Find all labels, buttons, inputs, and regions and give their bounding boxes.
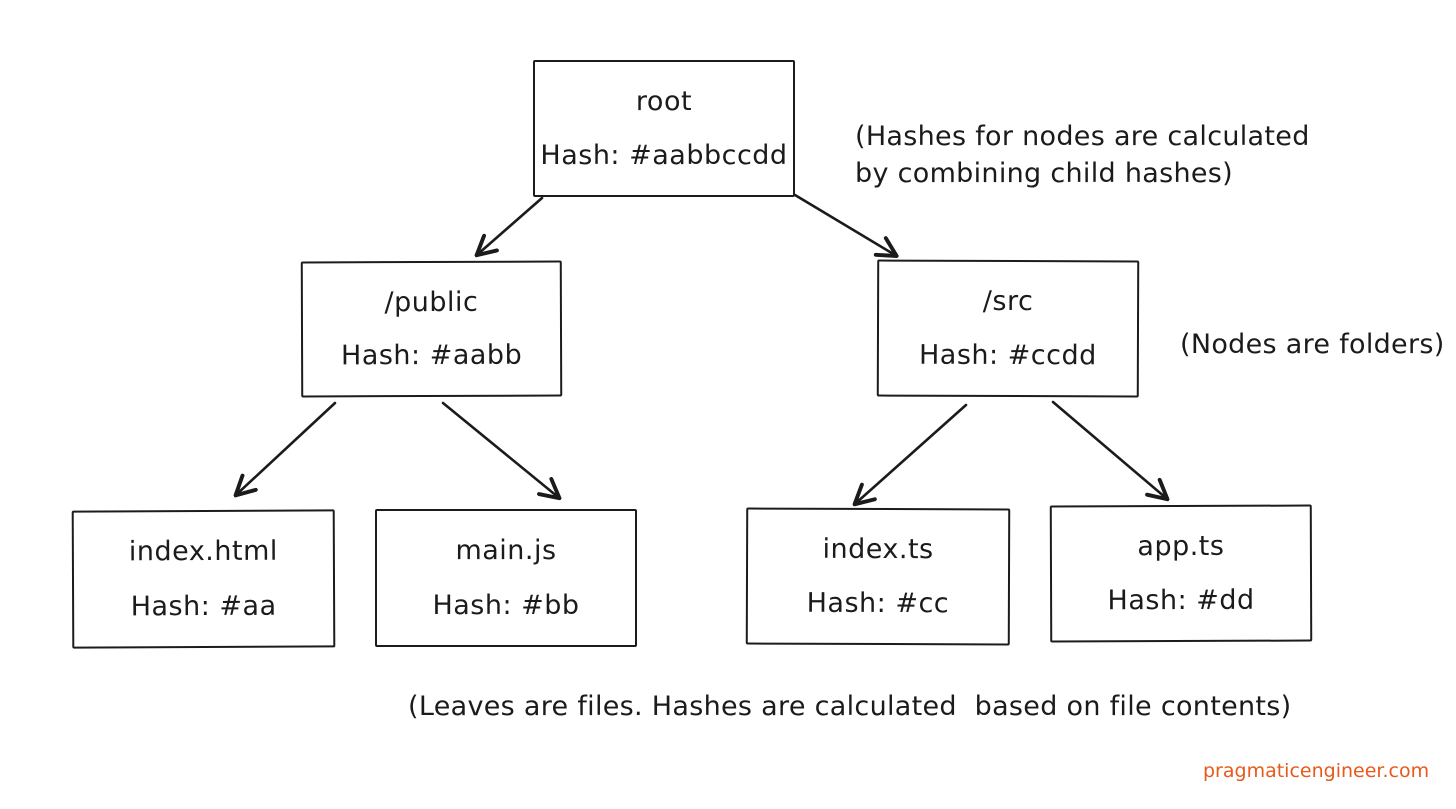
node-title: index.html [128,535,278,568]
node-title: root [635,86,693,117]
node-title: index.ts [822,533,934,566]
tree-node-index-ts: index.ts Hash: #cc [745,507,1011,646]
node-title: app.ts [1137,530,1225,563]
watermark-pragmaticengineer: pragmaticengineer.com [1203,760,1430,782]
node-title: /public [384,286,479,319]
edge-root-to-public [474,196,544,258]
node-hash: Hash: #bb [432,590,580,621]
node-hash: Hash: #aabb [340,339,523,372]
node-title: main.js [455,535,557,566]
edge-public-to-mainjs [441,401,562,501]
annotation-nodes-are-folders: (Nodes are folders) [1180,329,1445,360]
edge-public-to-indexhtml [233,401,337,498]
node-hash: Hash: #ccdd [918,339,1097,372]
node-title: /src [982,285,1034,318]
edge-src-to-indexts [852,403,968,507]
tree-node-main-js: main.js Hash: #bb [375,509,637,647]
tree-node-root: root Hash: #aabbccdd [533,60,795,197]
annotation-leaves-are-files: (Leaves are files. Hashes are calculated… [408,691,1292,722]
node-hash: Hash: #aabbccdd [540,140,788,171]
tree-node-src: /src Hash: #ccdd [876,259,1140,398]
tree-node-index-html: index.html Hash: #aa [71,509,336,649]
edge-src-to-appts [1051,400,1170,502]
tree-node-public: /public Hash: #aabb [300,260,563,398]
node-hash: Hash: #dd [1107,584,1255,617]
annotation-node-hashes: (Hashes for nodes are calculated by comb… [855,121,1310,189]
node-hash: Hash: #aa [130,590,277,623]
tree-node-app-ts: app.ts Hash: #dd [1049,504,1313,643]
node-hash: Hash: #cc [806,587,950,620]
edge-root-to-src [793,193,899,258]
